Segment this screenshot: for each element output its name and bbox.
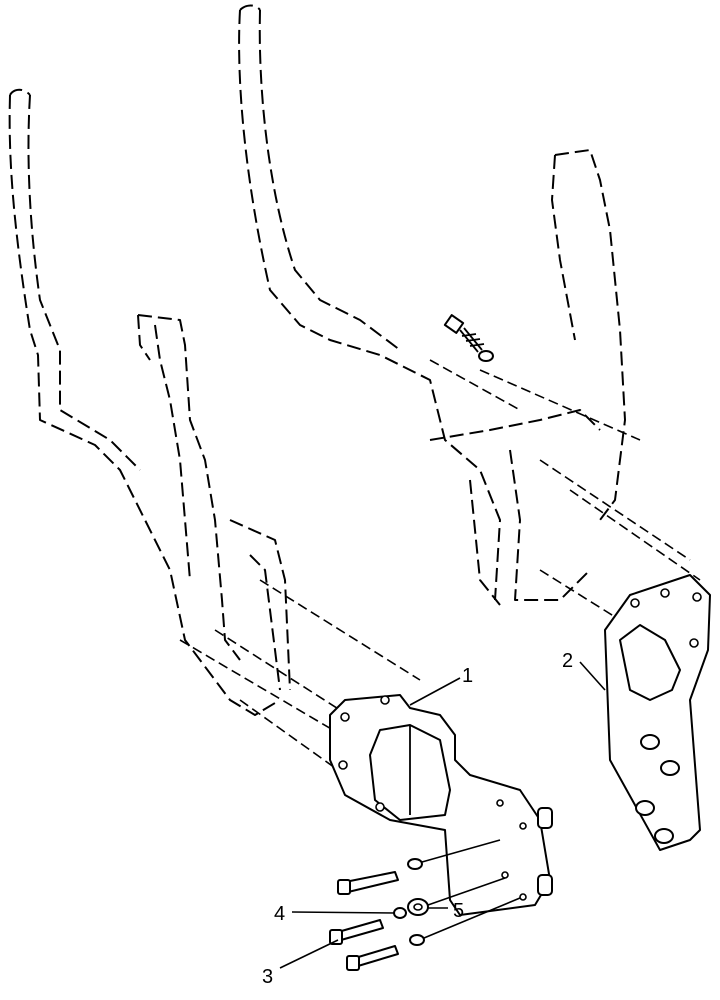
upper-bolt [443,314,494,362]
callout-leaders [279,661,606,969]
assembly-lines [421,839,521,939]
left-frame-outline [8,88,421,801]
callout-2: 2 [562,650,573,672]
callout-3: 3 [262,966,273,988]
right-frame-outline [238,4,701,621]
washers-part-4-5 [393,858,429,946]
bolts-part-3 [329,871,399,971]
callout-5: 5 [453,900,464,922]
callout-1: 1 [462,665,473,687]
callout-4: 4 [274,903,285,925]
bracket-plate-part-2 [604,574,711,851]
bracket-plate-part-1 [329,694,553,916]
